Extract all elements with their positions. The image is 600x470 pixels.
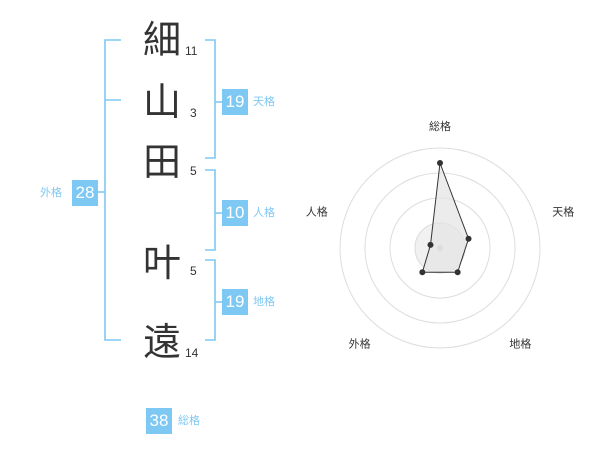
chikaku-label: 地格	[253, 295, 275, 308]
gaikaku-label: 外格	[40, 186, 62, 199]
name-char-3: 田	[142, 140, 181, 184]
stroke-count-4: 5	[190, 264, 197, 278]
radar-axis-label-2: 天格	[552, 205, 574, 219]
name-char-5: 遠	[142, 320, 181, 364]
radar-axis-label-4: 外格	[349, 336, 371, 350]
stroke-count-3: 5	[190, 164, 197, 178]
tenkaku-label: 天格	[253, 95, 275, 108]
tenkaku-bracket	[205, 39, 216, 159]
tenkaku-value: 19	[222, 89, 248, 115]
chikaku-value: 19	[222, 289, 248, 315]
chikaku-bracket	[205, 259, 216, 341]
name-char-1: 細	[142, 18, 181, 62]
stroke-count-1: 11	[185, 44, 198, 58]
radar-point-5	[427, 241, 434, 248]
name-char-4: 叶	[142, 241, 181, 285]
radar-point-1	[437, 160, 443, 166]
jinkaku-bracket	[205, 169, 216, 251]
radar-axis-label-3: 地格	[509, 336, 531, 350]
outer-bracket	[104, 39, 121, 341]
radar-axis-label-1: 総格	[429, 119, 451, 133]
stroke-count-5: 14	[185, 346, 199, 360]
radar-point-4	[419, 269, 426, 276]
radar-grid-ring	[339, 147, 541, 349]
jinkaku-label: 人格	[253, 206, 275, 219]
jinkaku-value: 10	[222, 200, 248, 226]
radar-point-3	[454, 269, 461, 276]
stroke-count-2: 3	[190, 106, 197, 120]
soukaku-value: 38	[146, 408, 172, 434]
radar-polygon	[421, 162, 470, 273]
gaikaku-value: 28	[72, 180, 98, 206]
radar-point-2	[465, 235, 472, 242]
soukaku-label: 総格	[178, 414, 200, 427]
radar-axis-label-5: 人格	[306, 205, 328, 219]
name-char-2: 山	[142, 80, 181, 124]
